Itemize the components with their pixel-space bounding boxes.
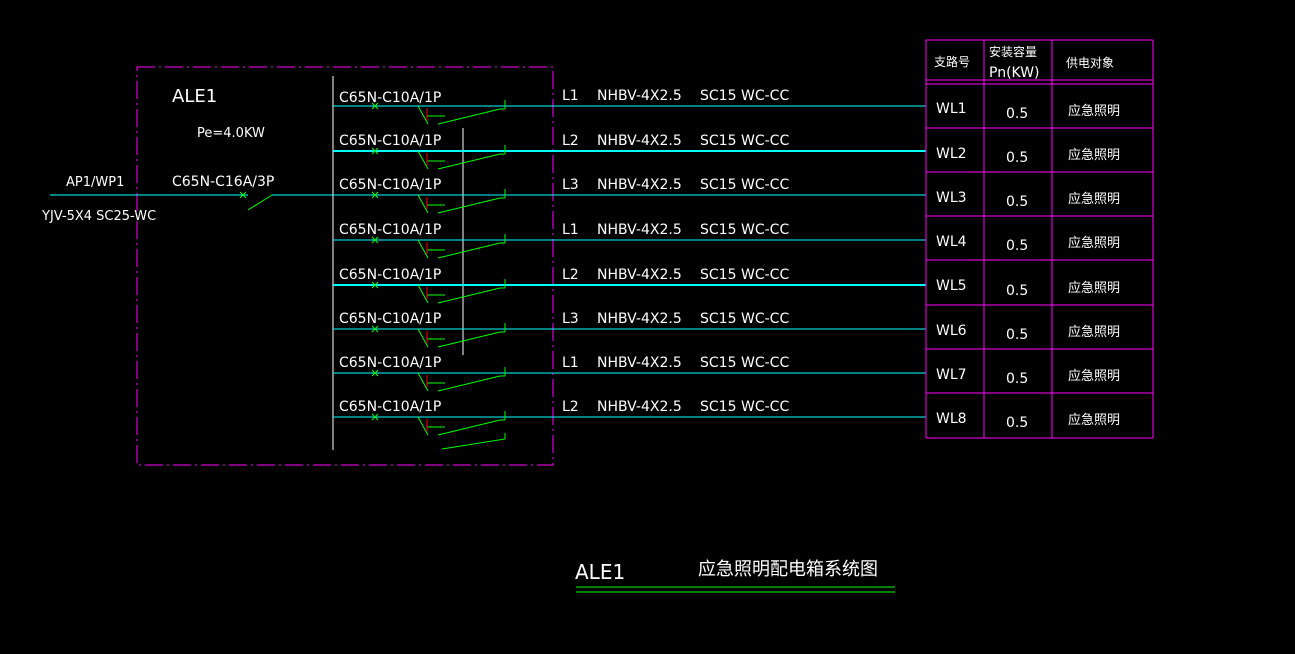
conduit-label: SC15 (700, 355, 736, 371)
caption-title: 应急照明配电箱系统图 (698, 559, 878, 580)
circuit-row: C65N-C10A/1P L2 NHBV-4X2.5 SC15 WC-CC (333, 267, 926, 304)
header-circuit: 支路号 (934, 54, 970, 69)
table-cell-capacity: 0.5 (1006, 283, 1028, 299)
main-breaker-label: C65N-C16A/3P (172, 174, 274, 190)
table-cell-circuit: WL2 (936, 146, 967, 162)
table-cell-capacity: 0.5 (1006, 106, 1028, 122)
cable-label: NHBV-4X2.5 (597, 222, 682, 238)
laying-label: WC-CC (741, 88, 789, 104)
panel-load: Pe=4.0KW (197, 126, 265, 141)
phase-label: L2 (562, 399, 579, 415)
laying-label: WC-CC (741, 222, 789, 238)
table-cell-load: 应急照明 (1068, 412, 1120, 428)
table-cell-capacity: 0.5 (1006, 150, 1028, 166)
table-cell-circuit: WL8 (936, 411, 967, 427)
header-capacity-1: 安装容量 (989, 44, 1037, 59)
cable-label: NHBV-4X2.5 (597, 355, 682, 371)
circuit-row: C65N-C10A/1P L3 NHBV-4X2.5 SC15 WC-CC (333, 311, 926, 348)
circuit-row: C65N-C10A/1P L1 NHBV-4X2.5 SC15 WC-CC (333, 88, 926, 125)
circuit-rows: C65N-C10A/1P L1 NHBV-4X2.5 SC15 WC-CC C6… (333, 88, 926, 450)
caption-name: ALE1 (575, 560, 625, 584)
laying-label: WC-CC (741, 177, 789, 193)
cable-label: NHBV-4X2.5 (597, 88, 682, 104)
table-cell-capacity: 0.5 (1006, 327, 1028, 343)
table-cell-circuit: WL6 (936, 323, 967, 339)
table-cell-load: 应急照明 (1068, 280, 1120, 296)
laying-label: WC-CC (741, 399, 789, 415)
table-cell-load: 应急照明 (1068, 147, 1120, 163)
conduit-label: SC15 (700, 222, 736, 238)
phase-label: L2 (562, 267, 579, 283)
laying-label: WC-CC (741, 267, 789, 283)
breaker-label: C65N-C10A/1P (339, 177, 441, 193)
table-cell-load: 应急照明 (1068, 191, 1120, 207)
breaker-label: C65N-C10A/1P (339, 133, 441, 149)
conduit-label: SC15 (700, 399, 736, 415)
table-cell-load: 应急照明 (1068, 324, 1120, 340)
circuit-table (925, 39, 1154, 439)
table-cell-circuit: WL3 (936, 190, 967, 206)
breaker-label: C65N-C10A/1P (339, 311, 441, 327)
cable-label: NHBV-4X2.5 (597, 311, 682, 327)
laying-label: WC-CC (741, 311, 789, 327)
conduit-label: SC15 (700, 88, 736, 104)
breaker-label: C65N-C10A/1P (339, 90, 441, 106)
circuit-row: C65N-C10A/1P L2 NHBV-4X2.5 SC15 WC-CC (333, 399, 926, 450)
header-load: 供电对象 (1066, 56, 1114, 70)
table-cell-capacity: 0.5 (1006, 238, 1028, 254)
conduit-label: SC15 (700, 133, 736, 149)
breaker-label: C65N-C10A/1P (339, 355, 441, 371)
breaker-label: C65N-C10A/1P (339, 267, 441, 283)
cable-label: NHBV-4X2.5 (597, 267, 682, 283)
circuit-row: C65N-C10A/1P L1 NHBV-4X2.5 SC15 WC-CC (333, 222, 926, 259)
table-cell-capacity: 0.5 (1006, 371, 1028, 387)
circuit-row: C65N-C10A/1P L1 NHBV-4X2.5 SC15 WC-CC (333, 355, 926, 392)
conduit-label: SC15 (700, 311, 736, 327)
cable-label: NHBV-4X2.5 (597, 133, 682, 149)
incoming-source: AP1/WP1 (66, 175, 124, 190)
phase-label: L1 (562, 88, 579, 104)
breaker-label: C65N-C10A/1P (339, 399, 441, 415)
conduit-label: SC15 (700, 177, 736, 193)
cable-label: NHBV-4X2.5 (597, 399, 682, 415)
table-cell-circuit: WL7 (936, 367, 967, 383)
breaker-label: C65N-C10A/1P (339, 222, 441, 238)
circuit-row: C65N-C10A/1P L3 NHBV-4X2.5 SC15 WC-CC (333, 177, 926, 214)
table-cell-load: 应急照明 (1068, 103, 1120, 119)
table-cell-load: 应急照明 (1068, 368, 1120, 384)
phase-label: L2 (562, 133, 579, 149)
phase-label: L3 (562, 311, 579, 327)
table-cell-load: 应急照明 (1068, 235, 1120, 251)
table-cell-circuit: WL5 (936, 278, 967, 294)
panel-name: ALE1 (172, 86, 217, 107)
laying-label: WC-CC (741, 355, 789, 371)
conduit-label: SC15 (700, 267, 736, 283)
panel-enclosure (136, 66, 554, 466)
header-capacity-2: Pn(KW) (989, 65, 1040, 81)
table-cell-circuit: WL4 (936, 234, 967, 250)
table-rows: WL1 0.5 应急照明 WL2 0.5 应急照明 WL3 0.5 应急照明 W… (936, 101, 1120, 431)
phase-label: L1 (562, 355, 579, 371)
table-cell-circuit: WL1 (936, 101, 967, 117)
incoming-feeder (50, 191, 333, 211)
phase-label: L3 (562, 177, 579, 193)
table-cell-capacity: 0.5 (1006, 194, 1028, 210)
cable-label: NHBV-4X2.5 (597, 177, 682, 193)
table-cell-capacity: 0.5 (1006, 415, 1028, 431)
incoming-cable: YJV-5X4 SC25-WC (41, 209, 156, 224)
phase-label: L1 (562, 222, 579, 238)
laying-label: WC-CC (741, 133, 789, 149)
circuit-row: C65N-C10A/1P L2 NHBV-4X2.5 SC15 WC-CC (333, 133, 926, 170)
